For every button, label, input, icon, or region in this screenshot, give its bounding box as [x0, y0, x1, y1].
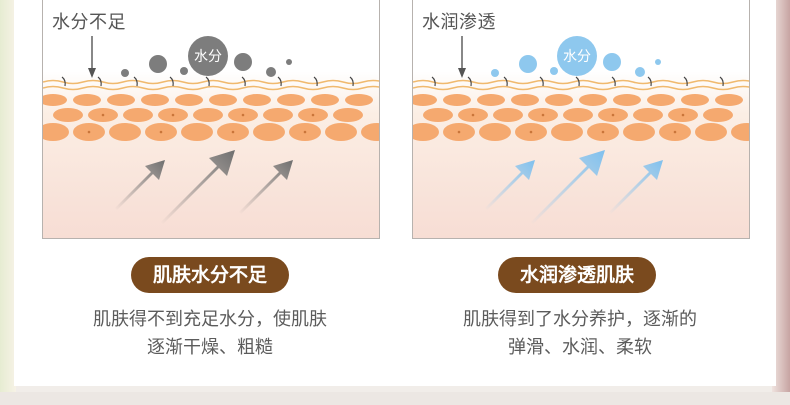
skin-illustration-dry: 水分: [43, 36, 379, 224]
description-dry: 肌肤得不到充足水分，使肌肤 逐渐干燥、粗糙: [42, 306, 378, 362]
bottom-divider: [0, 392, 790, 405]
skin-cells: [43, 94, 379, 141]
skin-diagram-hydrated: 水润渗透 水分: [412, 0, 750, 239]
bubble-label-hydrated: 水分: [563, 49, 591, 65]
skin-surface: [413, 76, 749, 91]
description-hydrated-line2: 弹滑、水润、柔软: [508, 337, 652, 358]
description-hydrated: 肌肤得到了水分养护，逐渐的 弹滑、水润、柔软: [412, 306, 748, 362]
pointer-arrow-icon: [458, 36, 466, 78]
panel-tag-dry: 水分不足: [52, 12, 126, 33]
panel-tag-hydrated: 水润渗透: [422, 12, 496, 33]
caption-pill-hydrated: 水润渗透肌肤: [498, 257, 656, 293]
caption-pill-dry: 肌肤水分不足: [131, 257, 289, 293]
water-bubble-icon: [491, 36, 661, 77]
description-hydrated-line1: 肌肤得到了水分养护，逐渐的: [463, 309, 697, 330]
bubble-label-dry: 水分: [194, 49, 222, 65]
upward-arrow-icon: [115, 150, 293, 224]
skin-cells: [413, 94, 749, 141]
upward-arrow-icon: [485, 150, 663, 224]
description-dry-line2: 逐渐干燥、粗糙: [147, 337, 273, 358]
skin-surface: [43, 76, 379, 91]
background-left-decoration: [0, 0, 16, 405]
skin-diagram-dry: 水分不足 水分: [42, 0, 380, 239]
skin-illustration-hydrated: 水分: [413, 36, 749, 224]
background-right-decoration: [772, 0, 790, 405]
description-dry-line1: 肌肤得不到充足水分，使肌肤: [93, 309, 327, 330]
pointer-arrow-icon: [88, 36, 96, 78]
water-bubble-icon: [121, 36, 292, 77]
